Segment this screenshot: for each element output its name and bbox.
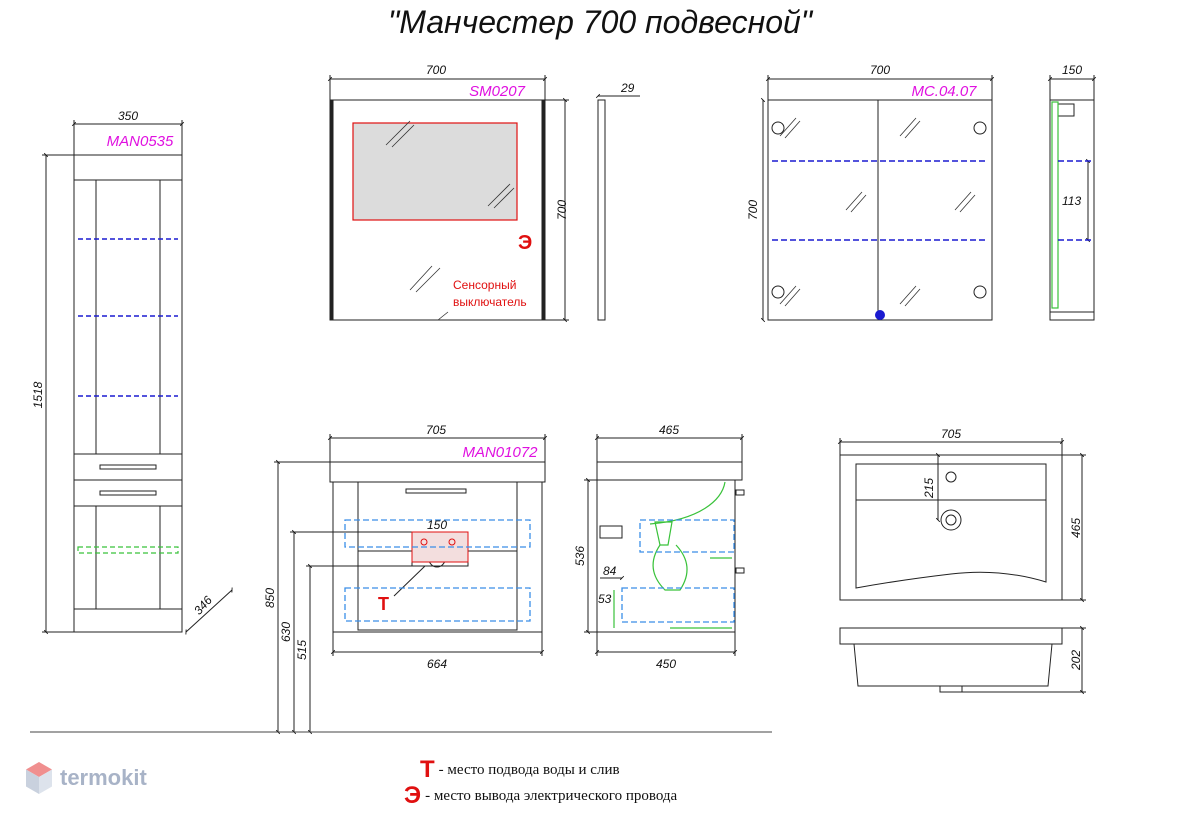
cabinet-reflection-marks — [779, 117, 976, 307]
side-height-label: 536 — [573, 546, 587, 566]
logo-text: termokit — [60, 765, 147, 790]
legend-electric: Э- место вывода электрического провода — [404, 782, 677, 810]
cabinet-side-panel — [1051, 101, 1059, 309]
switch-label-line1: Сенсорный — [453, 278, 516, 292]
mirror-depth-label: 29 — [620, 81, 635, 95]
column-width-label: 350 — [118, 109, 138, 123]
side-depth-top-label: 465 — [659, 423, 679, 437]
side-53-label: 53 — [598, 592, 612, 606]
vanity-front-view — [274, 434, 548, 735]
cabinet-code-label: MC.04.07 — [911, 83, 977, 100]
basin-height-label: 202 — [1069, 650, 1083, 671]
legend-e-symbol: Э — [404, 782, 422, 809]
cabinet-height-label: 700 — [746, 200, 760, 220]
termokit-logo-icon — [26, 762, 52, 794]
side-depth-bottom-label: 450 — [656, 657, 676, 671]
basin-side-view — [839, 625, 1086, 695]
mirror-view — [327, 75, 640, 323]
mirror-height-label: 700 — [555, 200, 569, 220]
vanity-zone-label: 150 — [427, 518, 447, 532]
cabinet-view — [760, 75, 1097, 323]
basin-width-label: 705 — [941, 427, 961, 441]
mirror-code-label: SM0207 — [469, 83, 526, 100]
vanity-height-630-label: 630 — [279, 622, 293, 642]
column-view — [42, 120, 233, 635]
column-code-label: MAN0535 — [107, 133, 174, 150]
cabinet-width-label: 700 — [870, 63, 890, 77]
column-glass-shelf — [77, 546, 179, 554]
cabinet-shelves — [772, 160, 1092, 241]
vanity-drawer-zones — [344, 519, 531, 622]
mirror-reflection-marks — [385, 120, 515, 293]
vanity-height-515-label: 515 — [295, 640, 309, 660]
cabinet-shelf-label: 113 — [1062, 194, 1081, 208]
vanity-bottom-width-label: 664 — [427, 657, 447, 671]
cabinet-depth-label: 150 — [1062, 63, 1082, 77]
vanity-height-850-label: 850 — [263, 588, 277, 608]
vanity-side-zones — [621, 519, 735, 623]
switch-label-line2: выключатель — [453, 295, 527, 309]
side-84-label: 84 — [603, 564, 617, 578]
basin-top-view — [837, 438, 1086, 603]
column-height-label: 1518 — [31, 381, 45, 408]
vanity-t-mark: Т — [378, 594, 389, 614]
legend-water: Т- место подвода воды и слив — [420, 756, 620, 784]
basin-depth-label: 465 — [1069, 518, 1083, 538]
mirror-width-label: 700 — [426, 63, 446, 77]
vanity-side-siphon — [613, 481, 732, 629]
mirror-e-mark: Э — [518, 232, 532, 254]
column-depth-label: 346 — [191, 593, 215, 617]
basin-hole-offset-label: 215 — [922, 478, 936, 499]
termokit-logo: termokit — [24, 760, 147, 796]
vanity-width-label: 705 — [426, 423, 446, 437]
vanity-side-view — [584, 434, 745, 656]
drawing-title: "Манчестер 700 подвесной" — [387, 4, 813, 40]
vanity-code-label: MAN01072 — [462, 444, 538, 461]
legend-t-text: - место подвода воды и слив — [438, 762, 620, 778]
mirror-display-area — [352, 122, 518, 221]
legend-t-symbol: Т — [420, 756, 435, 783]
legend-e-text: - место вывода электрического провода — [425, 788, 678, 804]
cabinet-switch-point — [875, 310, 885, 320]
